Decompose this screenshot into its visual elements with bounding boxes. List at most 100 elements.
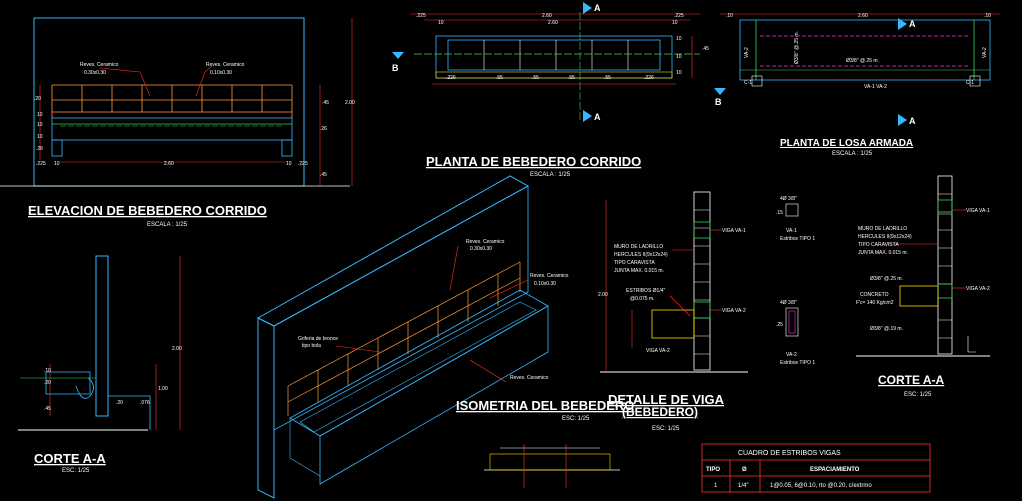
corte-left-title: CORTE A-A [34, 451, 106, 466]
slab-section-b-marker [714, 88, 726, 95]
plan-dim-top6: 10 [672, 20, 678, 26]
plan-dim-bot-2: .55 [532, 75, 539, 81]
beam-title-2: (BEBEDERO) [622, 405, 698, 419]
elev-dim-10b: 10 [37, 122, 43, 128]
beam-muro-4: JUNTA MAX. 0.015 m. [614, 268, 664, 274]
beam-dim-25: .25 [776, 322, 783, 328]
beam-va1: VIGA VA-1 [722, 228, 746, 234]
beam-va2-section: VA-2 [786, 352, 797, 358]
slab-section-a-top-marker [898, 18, 907, 30]
corte-left-scale: ESC: 1/25 [62, 468, 90, 474]
beam-estr-1: ESTRIBOS Ø1/4" [626, 288, 666, 294]
elev-label-1b: 0.30x0.30 [84, 70, 106, 76]
slab-scale: ESCALA : 1/25 [832, 151, 873, 157]
plan-dim-bot-3: .55 [568, 75, 575, 81]
slab-dim-top: 2.60 [858, 13, 868, 19]
beam-muro-3: TIPO CARAVISTA [614, 260, 655, 266]
plan-dim-top4: 10 [438, 20, 444, 26]
elev-dim-20: .20 [34, 96, 41, 102]
elev-dim-225a: .225 [36, 161, 46, 167]
plan-dim-bot-5: .226 [644, 75, 654, 81]
elev-dim-260: 2.60 [164, 161, 174, 167]
cr-muro-1: MURO DE LADRILLO [858, 226, 907, 232]
iso-label-3a: Griferia de bronce [298, 336, 338, 342]
iso-tile-grid [287, 261, 521, 416]
beam-va2: VIGA VA-2 [722, 308, 746, 314]
beam-estr-2: @0.075 m. [630, 296, 655, 302]
table-cell-dia: 1/4" [738, 483, 748, 489]
elev-dim-10a: 10 [37, 112, 43, 118]
plan-view: A A B .225 2.60 .225 10 2.60 10 .226 .55… [392, 2, 709, 178]
stirrup-table: CUADRO DE ESTRIBOS VIGAS TIPO Ø ESPACIAM… [701, 443, 931, 493]
plan-scale: ESCALA : 1/25 [530, 172, 571, 178]
slab-dim-l: .10 [726, 13, 733, 19]
beam-scale: ESC: 1/25 [652, 426, 680, 432]
cl-dim-45: .45 [44, 406, 51, 412]
elev-label-2b: 0.10x0.30 [210, 70, 232, 76]
beam-detail-view: MURO DE LADRILLO HERCULES II(9x12x24) TI… [598, 191, 815, 432]
cr-rebar-1: Ø3/8" @.25 m. [870, 276, 903, 282]
plan-dim-r2: 10 [676, 54, 682, 60]
elevation-view: Reves. Ceramico 0.30x0.30 Reves. Ceramic… [0, 17, 355, 228]
beam-va1-stirrup: Estribos TIPO 1 [780, 236, 815, 242]
plan-section-b: B [392, 63, 399, 73]
plan-dim-r1: 10 [676, 36, 682, 42]
slab-section-a-bot: A [909, 116, 916, 126]
beam-rebar-2: 4Ø 3/8" [780, 300, 797, 306]
iso-label-4: Reves. Ceramico [510, 375, 549, 381]
cr-concrete-2: F'c= 140 Kg/cm2 [856, 300, 894, 306]
plan-grid [483, 40, 629, 70]
iso-title: ISOMETRIA DEL BEBEDERO [456, 398, 634, 413]
slab-rebar-2: Ø3/8" @.25 m. [846, 58, 879, 64]
cl-dim-20: .20 [116, 400, 123, 406]
slab-title: PLANTA DE LOSA ARMADA [780, 138, 913, 149]
cr-muro-4: JUNTA MAX. 0.015 m. [858, 250, 908, 256]
beam-va1-section: VA-1 [786, 228, 797, 234]
iso-label-1b: 0.30x0.30 [470, 246, 492, 252]
elev-dim-45b: .45 [320, 172, 327, 178]
slab-label-c1a: C-1 [744, 80, 752, 86]
corte-right-scale: ESC: 1/25 [904, 392, 932, 398]
plan-dim-bot-1: .55 [496, 75, 503, 81]
cr-va1: VIGA VA-1 [966, 208, 990, 214]
beam-title-1: DETALLE DE VIGA [608, 392, 725, 407]
beam-brick-hatch [694, 209, 710, 355]
isometric-view: Reves. Ceramico 0.30x0.30 Reves. Ceramic… [256, 175, 634, 499]
plan-dim-top5: 2.60 [548, 20, 558, 26]
slab-section-a-top: A [909, 19, 916, 29]
plan-title: PLANTA DE BEBEDERO CORRIDO [426, 154, 641, 169]
table-header-tipo: TIPO [706, 467, 720, 473]
plan-dim-mid: .45 [702, 46, 709, 52]
elev-dim-225b: .225 [298, 161, 308, 167]
cr-rebar-2: Ø3/8" @.19 m. [870, 326, 903, 332]
slab-label-vl: VA-2 [744, 47, 750, 58]
beam-va2b: VIGA VA-2 [646, 348, 670, 354]
plan-section-a-top: A [594, 3, 601, 13]
table-header-spacing: ESPACIAMIENTO [810, 467, 860, 473]
cr-concrete-1: CONCRETO [860, 292, 889, 298]
table-cell-spacing: 1@0.05, 6@0.10, rto @0.20, c/extrmo [770, 483, 872, 489]
beam-muro-2: HERCULES II(9x12x24) [614, 252, 668, 258]
iso-label-1a: Reves. Ceramico [466, 239, 505, 245]
cl-dim-076: .076 [140, 400, 150, 406]
section-a-bot-marker [583, 110, 592, 122]
plan-dim-bot-0: .226 [446, 75, 456, 81]
beam-dim-200: 2.00 [598, 292, 608, 298]
plan-dim-r3: 10 [676, 70, 682, 76]
cl-dim-20b: .20 [44, 380, 51, 386]
small-detail [484, 444, 620, 488]
cr-va2: VIGA VA-2 [966, 286, 990, 292]
iso-label-2b: 0.10x0.30 [534, 281, 556, 287]
cl-dim-200: 2.00 [172, 346, 182, 352]
slab-section-b: B [715, 97, 722, 107]
section-b-marker [392, 52, 404, 59]
slab-dim-r: .10 [984, 13, 991, 19]
plan-dim-top1: .225 [416, 13, 426, 19]
cr-brick-hatch [938, 193, 952, 339]
corte-right-title: CORTE A-A [878, 373, 945, 387]
table-title: CUADRO DE ESTRIBOS VIGAS [738, 450, 841, 457]
cr-muro-3: TIPO CARAVISTA [858, 242, 899, 248]
elevation-tile-grid [51, 84, 293, 118]
elev-dim-45: .45 [322, 100, 329, 106]
slab-label-v1b: VA-1 VA-2 [864, 84, 887, 90]
